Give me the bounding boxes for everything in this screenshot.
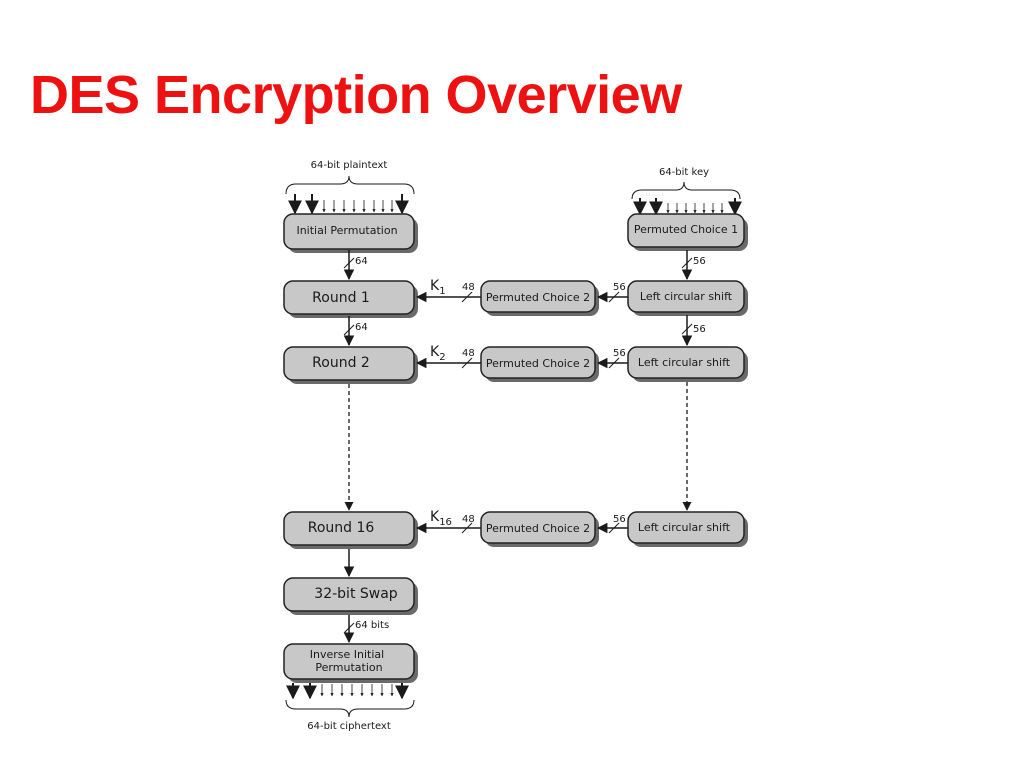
plaintext-label: 64-bit plaintext	[311, 160, 388, 171]
width-64-bits: 64 bits	[355, 620, 389, 631]
round1-to-round2-arrow: 64	[343, 316, 368, 347]
pc1-to-lcs1-arrow: 56	[681, 250, 706, 281]
ciphertext-label: 64-bit ciphertext	[307, 721, 391, 732]
k1-arrow: 48 K1	[415, 278, 481, 303]
width-56-d: 56	[613, 348, 626, 359]
ciphertext-brace	[285, 699, 415, 718]
lcs2-to-pc2-arrow: 56	[596, 348, 628, 369]
left-circular-shift-box-1: Left circular shift	[627, 280, 748, 316]
width-56-b: 56	[693, 324, 706, 335]
page-title: DES Encryption Overview	[30, 65, 682, 125]
permuted-choice-2-box-2: Permuted Choice 2	[480, 346, 599, 382]
plaintext-brace	[285, 175, 415, 195]
left-circular-shift-box-2: Left circular shift	[627, 346, 748, 382]
width-48-a: 48	[462, 282, 475, 293]
width-48-b: 48	[462, 348, 475, 359]
k1-label: K1	[430, 278, 446, 297]
round-16-box: Round 16	[283, 511, 418, 549]
swap-box: 32-bit Swap	[283, 577, 418, 615]
permuted-choice-2-box-16: Permuted Choice 2	[480, 511, 599, 547]
pc2-label-16: Permuted Choice 2	[486, 522, 590, 535]
left-circular-shift-box-16: Left circular shift	[627, 511, 748, 547]
lcs16-to-pc2-arrow: 56	[596, 514, 628, 534]
width-56-a: 56	[693, 256, 706, 267]
width-48-c: 48	[462, 514, 475, 525]
k16-arrow: 48 K16	[415, 509, 481, 534]
pc2-label-2: Permuted Choice 2	[486, 357, 590, 370]
round-2-label: Round 2	[312, 355, 370, 371]
swap-to-iip-arrow: 64 bits	[343, 615, 389, 644]
plaintext-input-arrows	[288, 194, 409, 215]
lcs-label-2: Left circular shift	[638, 356, 731, 369]
width-56-c: 56	[613, 282, 626, 293]
width-64-a: 64	[355, 256, 368, 267]
permuted-choice-2-box-1: Permuted Choice 2	[480, 280, 599, 316]
k2-arrow: 48 K2	[415, 344, 481, 369]
lcs1-to-lcs2-arrow: 56	[681, 315, 706, 347]
ip-to-round1-arrow: 64	[343, 250, 368, 281]
iip-label-line2: Permutation	[315, 661, 382, 674]
key-input-arrows	[633, 198, 742, 216]
k2-label: K2	[430, 344, 446, 363]
lcs-label-1: Left circular shift	[640, 290, 733, 303]
width-56-e: 56	[613, 514, 626, 525]
permuted-choice-1-label: Permuted Choice 1	[634, 223, 738, 236]
k16-label: K16	[430, 509, 452, 528]
permuted-choice-1-box: Permuted Choice 1	[627, 213, 748, 251]
swap-label: 32-bit Swap	[314, 586, 397, 602]
pc2-label-1: Permuted Choice 2	[486, 291, 590, 304]
width-64-b: 64	[355, 322, 368, 333]
iip-label-line1: Inverse Initial	[310, 648, 384, 661]
round-1-box: Round 1	[283, 280, 418, 318]
round-1-label: Round 1	[312, 290, 370, 306]
key-label: 64-bit key	[659, 167, 709, 178]
round-2-box: Round 2	[283, 346, 418, 384]
initial-permutation-label: Initial Permutation	[296, 224, 397, 237]
lcs-label-16: Left circular shift	[638, 521, 731, 534]
key-brace	[631, 181, 741, 200]
initial-permutation-box: Initial Permutation	[283, 213, 418, 253]
inverse-initial-permutation-box: Inverse Initial Permutation	[283, 643, 418, 683]
round-16-label: Round 16	[308, 520, 375, 536]
lcs1-to-pc2-arrow: 56	[596, 282, 628, 303]
ciphertext-output-arrows	[286, 683, 409, 700]
